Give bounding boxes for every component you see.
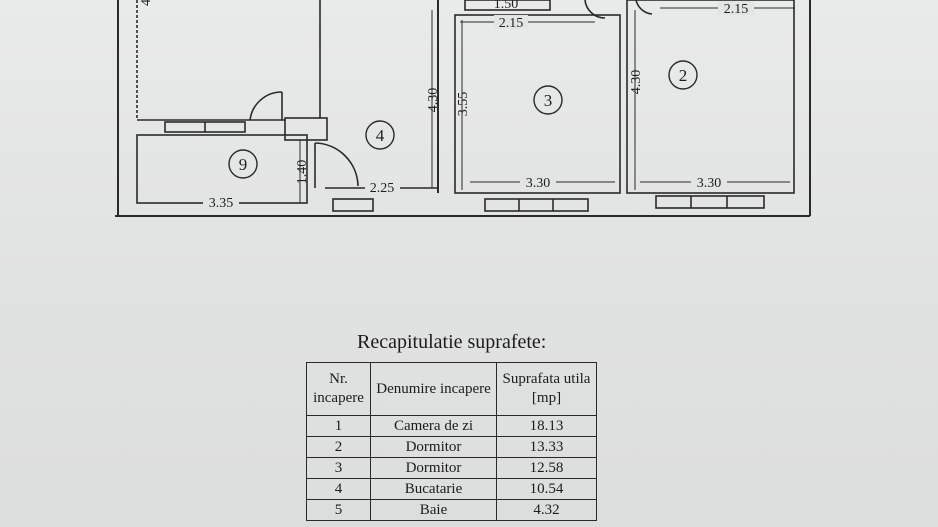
door-swing-room2 (635, 0, 653, 15)
window-kitchen (332, 198, 374, 212)
recap-table: Nr. incapere Denumire incapere Suprafata… (306, 362, 597, 521)
table-row: 1 Camera de zi 18.13 (306, 415, 597, 437)
row-nr: 3 (306, 457, 371, 479)
dim-kitchen-height: 4.30 (426, 88, 441, 113)
row-area: 10.54 (496, 478, 597, 500)
room-9-outline (136, 134, 308, 204)
room-2-outline (626, 0, 795, 194)
room-2-number: 2 (679, 66, 688, 85)
dim-bath-width: 1.50 (494, 0, 519, 12)
row-name: Bucatarie (370, 478, 497, 500)
door-swing-kitchen (314, 142, 359, 187)
dim-hall-width: 3.35 (209, 196, 234, 211)
row-name: Dormitor (370, 457, 497, 479)
row-nr: 4 (306, 478, 371, 500)
window-room2 (655, 195, 765, 209)
window-room3 (484, 198, 589, 212)
dim-room3-top: 2.15 (499, 16, 524, 31)
dim-kitchen-width: 2.25 (370, 181, 395, 196)
room-3-number: 3 (544, 91, 553, 110)
row-area: 4.32 (496, 499, 597, 521)
shaft-block (284, 117, 328, 141)
recap-title: Recapitulatie suprafete: (357, 331, 547, 353)
room-3-outline (454, 14, 621, 194)
table-row: 3 Dormitor 12.58 (306, 457, 597, 479)
header-nr: Nr. incapere (306, 362, 371, 416)
row-name: Dormitor (370, 436, 497, 458)
row-name: Baie (370, 499, 497, 521)
header-denumire: Denumire incapere (370, 362, 497, 416)
dim-room2-width: 3.30 (697, 176, 722, 191)
door-swing-hall (249, 91, 283, 121)
table-row: 4 Bucatarie 10.54 (306, 478, 597, 500)
room-3-circle (533, 85, 563, 115)
room-9-number: 9 (239, 155, 248, 174)
floor-plan: 9 4 3 2 4. 4.30 2.25 1.40 3.35 1.50 2.15… (115, 0, 811, 217)
table-row: 5 Baie 4.32 (306, 499, 597, 521)
dim-hall-height: 1.40 (295, 160, 310, 185)
recap-header-row: Nr. incapere Denumire incapere Suprafata… (306, 362, 597, 416)
room-9-circle (228, 149, 258, 179)
row-name: Camera de zi (370, 415, 497, 437)
row-nr: 1 (306, 415, 371, 437)
row-area: 13.33 (496, 436, 597, 458)
row-area: 18.13 (496, 415, 597, 437)
dim-room3-width: 3.30 (526, 176, 551, 191)
dim-room2-height: 4.30 (629, 70, 644, 95)
door-swing-room3 (584, 0, 606, 19)
table-row: 2 Dormitor 13.33 (306, 436, 597, 458)
header-suprafata: Suprafata utila [mp] (496, 362, 597, 416)
dim-room2-top: 2.15 (724, 2, 749, 17)
dim-top-left: 4. (139, 0, 154, 6)
room-4-circle (365, 120, 395, 150)
row-area: 12.58 (496, 457, 597, 479)
row-nr: 5 (306, 499, 371, 521)
room-4-number: 4 (376, 126, 385, 145)
row-nr: 2 (306, 436, 371, 458)
room-2-circle (668, 60, 698, 90)
bath-fixture (464, 0, 551, 11)
dim-room3-height: 3.55 (456, 92, 471, 117)
